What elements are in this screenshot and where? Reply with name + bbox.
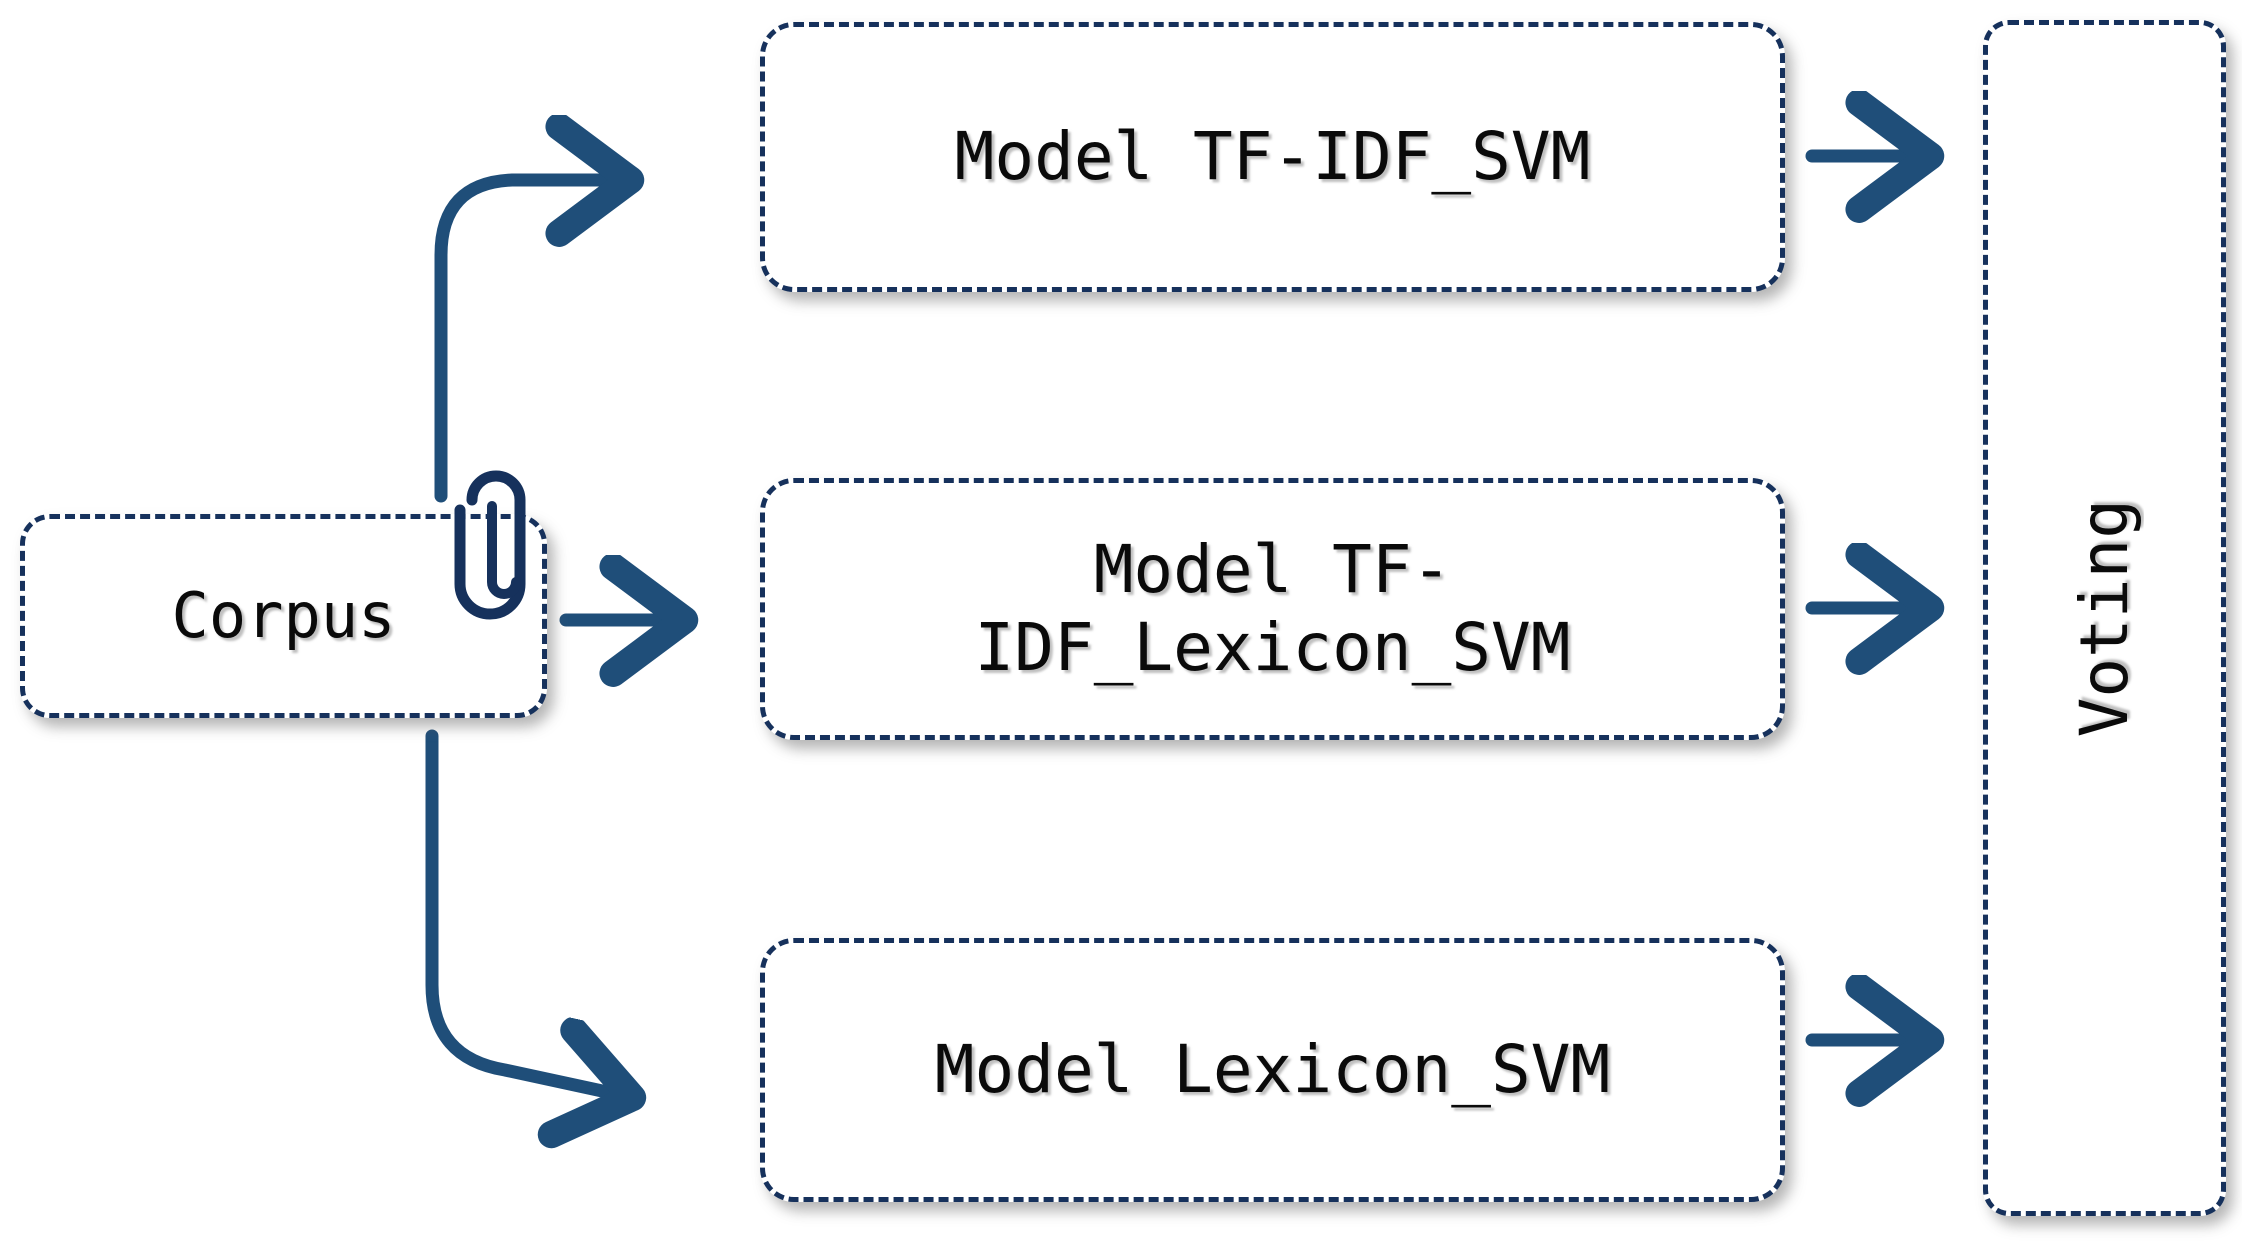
node-model-tf-idf-lexicon-svm[interactable]: Model TF- IDF_Lexicon_SVM [760, 478, 1785, 740]
node-model-3-label: Model Lexicon_SVM [934, 1031, 1611, 1109]
node-model-1-label: Model TF-IDF_SVM [954, 118, 1591, 196]
paperclip-icon [454, 470, 526, 620]
edge-corpus-to-model-1 [434, 180, 628, 503]
node-corpus-label: Corpus [171, 579, 396, 653]
node-corpus[interactable]: Corpus [20, 514, 547, 718]
node-voting[interactable]: Voting [1983, 20, 2226, 1216]
node-model-2-label: Model TF- IDF_Lexicon_SVM [974, 531, 1571, 686]
node-model-tf-idf-svm[interactable]: Model TF-IDF_SVM [760, 22, 1785, 292]
edge-corpus-to-model-3 [425, 729, 630, 1097]
node-voting-label: Voting [2065, 498, 2143, 738]
node-model-lexicon-svm[interactable]: Model Lexicon_SVM [760, 938, 1785, 1202]
